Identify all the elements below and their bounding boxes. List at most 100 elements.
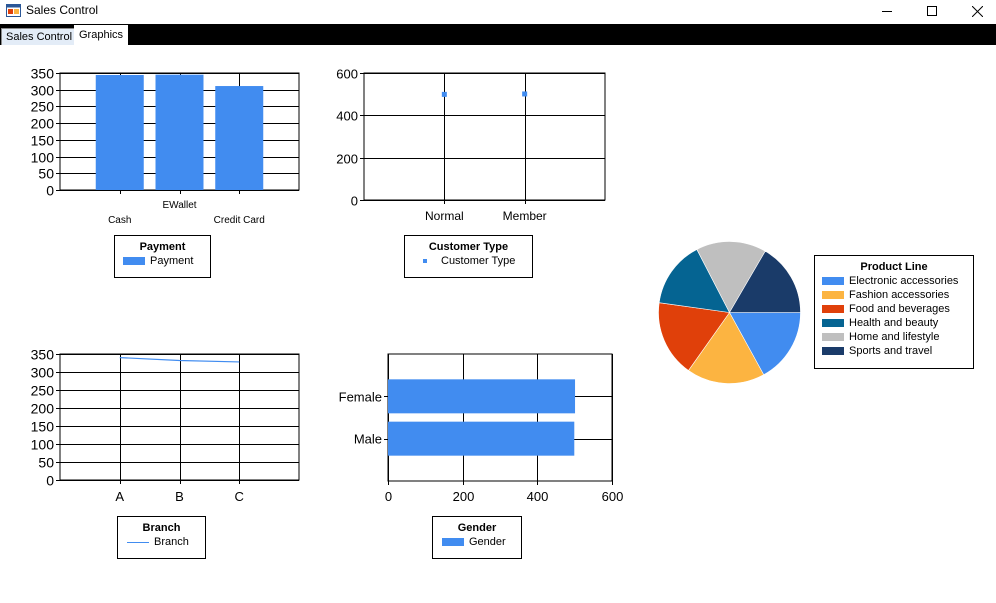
customer_type-plot-frame [363,72,606,201]
payment-y-tick-label: 100 [31,150,55,166]
customer-type-x-tick-label: Normal [425,209,464,223]
product-line-legend-label: Fashion accessories [849,289,950,301]
customer-type-x-tick-label: Member [503,209,547,223]
payment-bar-credit-card [215,86,264,190]
product-line-legend-swatch [822,333,844,341]
customer_type-y-tick-label: 600 [336,67,358,82]
product-line-legend-item: Food and beverages [822,302,973,316]
customer-type-point [441,91,447,97]
gender-legend-item: Gender [433,535,521,549]
branch-y-tick-label: 150 [31,419,55,435]
product-line-legend-swatch [822,347,844,355]
gender-legend-swatch [442,538,464,546]
gender-x-tick-label: 600 [602,489,624,504]
gender-legend-label: Gender [469,536,506,548]
customer-type-legend-label: Customer Type [441,255,516,267]
tab-strip: Sales Control Graphics [0,24,996,45]
payment-y-tick-label: 200 [31,116,55,132]
branch-legend-item: Branch [118,535,205,549]
pie-slice-food-and-beverages [658,302,731,371]
product-line-legend-item: Health and beauty [822,316,973,330]
minimize-icon [882,11,892,12]
product-line-legend-swatch [822,277,844,285]
gender-y-tick-label: Male [354,432,382,447]
payment-legend-title: Payment [139,241,186,253]
branch-legend-line [127,538,149,546]
product-line-legend-item: Electronic accessories [822,274,973,288]
gender-plot-frame [387,353,613,482]
customer_type-y-tick-label: 0 [351,194,358,209]
window-title: Sales Control [26,3,99,17]
branch-x-tick-label: C [235,489,244,504]
product-line-legend-swatch [822,305,844,313]
pie-slice-sports-and-travel [728,250,801,313]
branch-legend: Branch Branch [117,516,206,559]
app-form-icon [6,4,21,17]
product-line-legend-label: Electronic accessories [849,275,959,287]
product-line-legend-swatch [822,291,844,299]
payment-y-tick-label: 300 [31,83,55,99]
payment-y-tick-label: 250 [31,99,55,115]
gender-x-tick-label: 400 [527,489,549,504]
payment-y-tick-label: 350 [31,66,55,82]
branch-series-line [119,357,240,363]
customer-type-legend-title: Customer Type [428,241,509,253]
branch-y-tick-label: 200 [31,401,55,417]
close-button[interactable] [954,0,996,22]
payment-x-tick-label: EWallet [162,200,196,211]
pie-slice-fashion-accessories [688,311,765,384]
gender-bar-male [388,421,575,456]
gender-x-tick-label: 0 [385,489,392,504]
branch-y-tick-label: 100 [31,437,55,453]
product-line-legend-item: Sports and travel [822,344,973,358]
branch-y-tick-label: 0 [46,473,54,489]
pie-slice-health-and-beauty [658,249,731,313]
customer-type-point [522,91,528,97]
customer-type-legend: Customer Type Customer Type [404,235,533,278]
payment-y-tick-label: 50 [38,166,54,182]
minimize-button[interactable] [864,0,910,22]
tab-sales-control[interactable]: Sales Control [1,28,78,45]
customer-type-legend-marker [414,257,436,265]
product-line-legend-item: Home and lifestyle [822,330,973,344]
branch-x-tick-label: A [115,489,124,504]
maximize-icon [927,6,937,16]
close-icon [971,5,983,17]
product-line-legend-label: Home and lifestyle [849,331,940,343]
customer_type-y-tick-label: 200 [336,152,358,167]
product-line-legend-label: Food and beverages [849,303,950,315]
pie-slice-home-and-lifestyle [696,241,766,314]
payment-legend-swatch [123,257,145,265]
payment-bar-cash [95,75,144,190]
product-line-legend-title: Product Line [860,261,928,273]
product-line-legend-item: Fashion accessories [822,288,973,302]
gender-x-tick-label: 200 [453,489,475,504]
branch-x-tick-label: B [175,489,184,504]
title-bar: Sales Control [0,0,996,24]
payment-y-tick-label: 150 [31,133,55,149]
product-line-legend-label: Sports and travel [849,345,933,357]
branch-legend-label: Branch [154,536,189,548]
pie-slice-electronic-accessories [728,312,801,376]
branch-y-tick-label: 300 [31,365,55,381]
payment-legend-label: Payment [150,255,194,267]
payment-legend-item: Payment [115,254,210,268]
gender-legend: Gender Gender [432,516,522,559]
payment-bar-ewallet [155,74,204,190]
branch-y-tick-label: 250 [31,383,55,399]
customer_type-y-tick-label: 400 [336,109,358,124]
tab-graphics[interactable]: Graphics [74,25,129,45]
customer-type-legend-item: Customer Type [405,254,532,268]
branch-legend-title: Branch [142,522,181,534]
branch-y-tick-label: 50 [38,455,54,471]
payment-y-tick-label: 0 [46,183,54,199]
maximize-button[interactable] [909,0,955,22]
payment-x-tick-label: Credit Card [214,215,265,226]
gender-y-tick-label: Female [339,389,382,404]
product-line-legend-label: Health and beauty [849,317,939,329]
product-line-legend-swatch [822,319,844,327]
branch-y-tick-label: 350 [31,347,55,363]
